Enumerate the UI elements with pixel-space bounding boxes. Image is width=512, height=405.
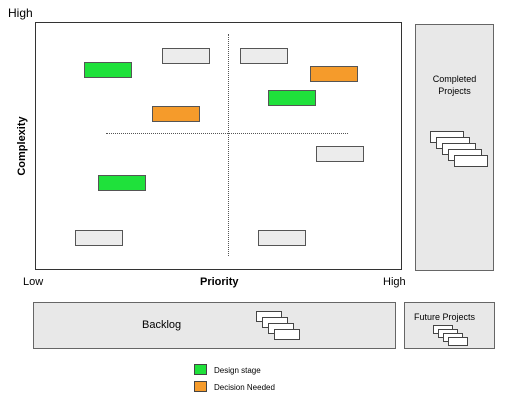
stacked-card <box>454 155 488 167</box>
x-axis-high-label: High <box>383 276 406 288</box>
completed-projects-label: Completed Projects <box>432 74 477 96</box>
project-card-decision-needed[interactable] <box>310 66 358 82</box>
stacked-card <box>448 337 468 346</box>
backlog-panel[interactable]: Backlog <box>33 302 396 349</box>
stacked-card <box>274 329 300 340</box>
horizontal-quadrant-divider <box>106 133 348 134</box>
project-card-neutral[interactable] <box>258 230 306 246</box>
x-axis-low-label: Low <box>23 276 44 288</box>
x-axis-title: Priority <box>200 276 239 288</box>
backlog-label: Backlog <box>142 319 182 331</box>
completed-projects-panel[interactable]: Completed Projects <box>415 24 494 271</box>
project-card-design-stage[interactable] <box>268 90 316 106</box>
project-card-neutral[interactable] <box>75 230 123 246</box>
vertical-quadrant-divider <box>228 34 229 256</box>
project-card-design-stage[interactable] <box>84 62 132 78</box>
project-card-neutral[interactable] <box>316 146 364 162</box>
project-card-neutral[interactable] <box>240 48 288 64</box>
future-projects-label: Future Projects <box>414 312 476 322</box>
y-axis-high-label: High <box>8 6 33 20</box>
legend-swatch-design-stage <box>194 364 207 375</box>
legend-label-decision-needed: Decision Needed <box>214 383 275 392</box>
legend-label-design-stage: Design stage <box>214 366 261 375</box>
future-projects-panel[interactable]: Future Projects <box>404 302 495 349</box>
project-card-neutral[interactable] <box>162 48 210 64</box>
legend-swatch-decision-needed <box>194 381 207 392</box>
project-card-design-stage[interactable] <box>98 175 146 191</box>
project-card-decision-needed[interactable] <box>152 106 200 122</box>
y-axis-title: Complexity <box>16 116 28 176</box>
